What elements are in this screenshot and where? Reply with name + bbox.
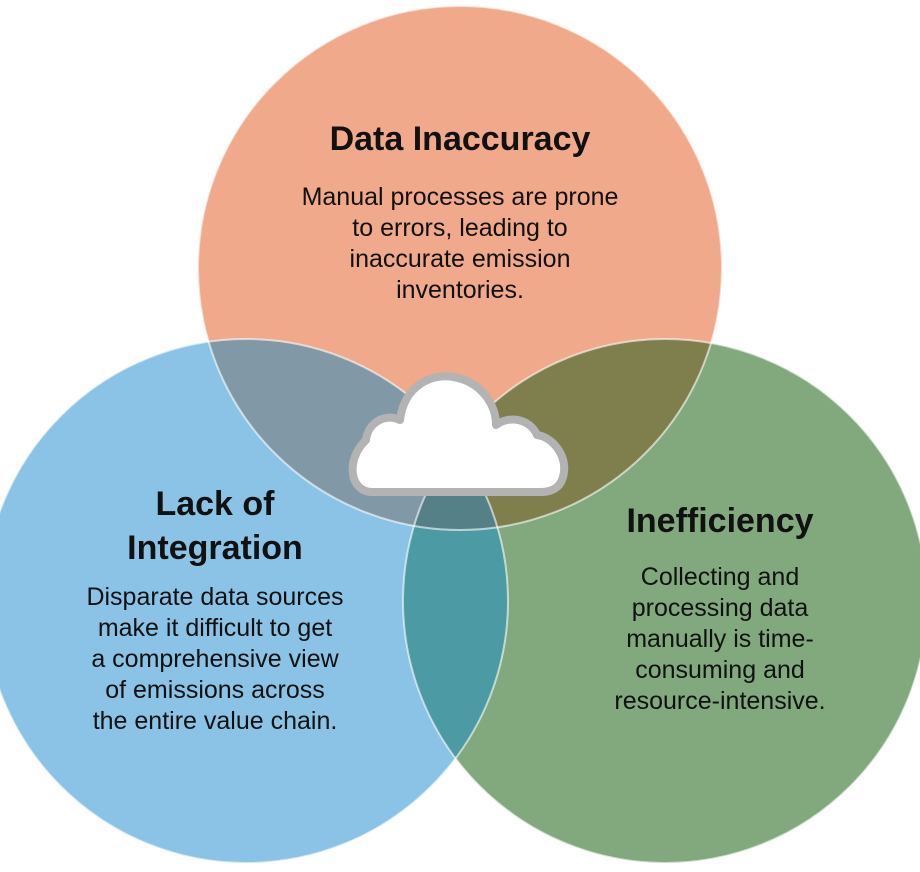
set-description: Collecting and processing data manually … [614,563,826,715]
set-title: Inefficiency [626,502,814,540]
set-lack-of-integration: Lack of Integration Disparate data sourc… [50,482,380,737]
cloud-icon [348,372,569,496]
set-inefficiency: Inefficiency Collecting and processing d… [555,500,885,717]
set-title: Data Inaccuracy [329,120,591,158]
set-title: Lack of Integration [127,485,303,567]
set-description: Disparate data sources make it difficult… [86,583,344,735]
set-description: Manual processes are prone to errors, le… [301,183,619,304]
set-data-inaccuracy: Data Inaccuracy Manual processes are pro… [250,118,670,306]
